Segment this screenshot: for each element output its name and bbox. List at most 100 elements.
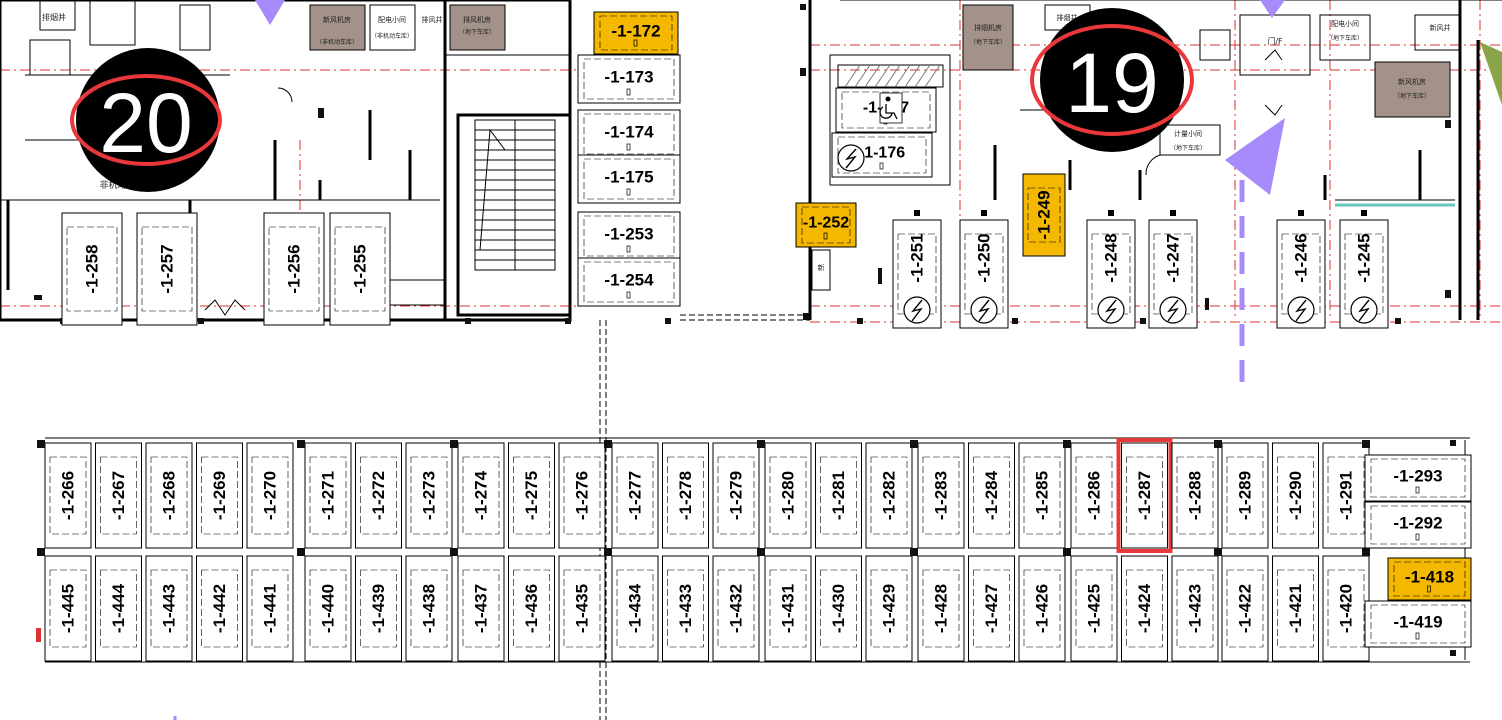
parking-space[interactable]: -1-418 xyxy=(1387,557,1472,601)
parking-space[interactable]: -1-283 xyxy=(917,442,965,549)
parking-space[interactable]: -1-433 xyxy=(662,555,709,662)
parking-space[interactable]: -1-445 xyxy=(44,555,92,662)
parking-space-label: -1-429 xyxy=(880,584,899,633)
parking-space-label: -1-419 xyxy=(1393,613,1442,632)
building-badge-20[interactable]: 20 xyxy=(70,48,222,192)
parking-space[interactable]: -1-249 xyxy=(1022,173,1066,257)
parking-space[interactable]: -1-288 xyxy=(1171,442,1219,549)
parking-space[interactable]: -1-266 xyxy=(44,442,92,549)
parking-space[interactable]: -1-247 xyxy=(1148,210,1198,329)
parking-space[interactable]: -1-422 xyxy=(1221,555,1269,662)
b19-meter-sub: （地下车库） xyxy=(1170,144,1206,152)
parking-space[interactable]: -1-431 xyxy=(764,555,812,662)
parking-space[interactable]: -1-443 xyxy=(145,555,193,662)
parking-space[interactable]: -1-174 xyxy=(577,109,681,159)
parking-space[interactable]: -1-254 xyxy=(577,257,681,307)
lightning-bolt-icon xyxy=(1097,296,1125,324)
parking-space[interactable]: -1-425 xyxy=(1070,555,1118,662)
parking-space[interactable]: -1-437 xyxy=(457,555,505,662)
parking-space[interactable]: -1-271 xyxy=(304,442,352,549)
parking-space-label: -1-444 xyxy=(109,583,128,633)
lightning-bolt-icon xyxy=(970,296,998,324)
parking-space[interactable]: -1-246 xyxy=(1276,210,1326,329)
parking-space[interactable]: -1-420 xyxy=(1322,555,1370,662)
parking-space-label: -1-422 xyxy=(1236,584,1255,633)
lightning-bolt-icon xyxy=(1350,296,1378,324)
parking-space-label: -1-281 xyxy=(829,471,848,520)
parking-space[interactable]: -1-267 xyxy=(95,442,142,549)
parking-space[interactable]: -1-253 xyxy=(577,211,681,261)
parking-space-label: -1-251 xyxy=(908,233,927,282)
parking-space[interactable]: -1-427 xyxy=(968,555,1015,662)
parking-space[interactable]: -1-273 xyxy=(405,442,453,549)
parking-space[interactable]: -1-269 xyxy=(196,442,243,549)
parking-space[interactable]: -1-257 xyxy=(136,212,198,326)
parking-space[interactable]: -1-438 xyxy=(405,555,453,662)
parking-space[interactable]: -1-248 xyxy=(1086,210,1136,329)
parking-space-label: -1-269 xyxy=(210,471,229,520)
parking-space[interactable]: -1-434 xyxy=(611,555,659,662)
parking-space[interactable]: -1-423 xyxy=(1171,555,1219,662)
parking-space[interactable]: -1-293 xyxy=(1364,454,1472,502)
parking-space[interactable]: -1-441 xyxy=(246,555,294,662)
parking-space[interactable]: -1-270 xyxy=(246,442,294,549)
parking-space-label: -1-442 xyxy=(210,584,229,633)
building-number-19: 19 xyxy=(1065,36,1158,130)
lightning-bolt-icon xyxy=(903,296,931,324)
parking-space[interactable]: -1-272 xyxy=(355,442,402,549)
parking-space[interactable]: -1-421 xyxy=(1272,555,1319,662)
parking-space[interactable]: -1-444 xyxy=(95,555,142,662)
parking-space[interactable]: -1-256 xyxy=(263,212,325,326)
parking-space[interactable]: -1-435 xyxy=(558,555,606,662)
parking-space[interactable]: -1-442 xyxy=(196,555,243,662)
lightning-bolt-icon xyxy=(1287,296,1315,324)
parking-space[interactable]: -1-439 xyxy=(355,555,402,662)
parking-space[interactable]: -1-284 xyxy=(968,442,1015,549)
parking-space[interactable]: -1-175 xyxy=(577,154,681,204)
parking-space[interactable]: -1-251 xyxy=(892,210,942,329)
parking-space[interactable]: -1-429 xyxy=(865,555,913,662)
parking-space[interactable]: -1-436 xyxy=(508,555,555,662)
parking-space[interactable]: -1-250 xyxy=(959,210,1009,329)
parking-space-label: -1-427 xyxy=(982,584,1001,633)
parking-space[interactable]: -1-285 xyxy=(1018,442,1066,549)
parking-space[interactable]: -1-430 xyxy=(815,555,862,662)
parking-space[interactable]: -1-424 xyxy=(1121,555,1168,662)
parking-space-label: -1-279 xyxy=(727,471,746,520)
parking-space-label: -1-426 xyxy=(1033,584,1052,633)
parking-space[interactable]: -1-281 xyxy=(815,442,862,549)
building-19-structure: 新 xyxy=(800,0,1502,324)
parking-space[interactable]: -1-252 xyxy=(795,202,857,248)
parking-space[interactable]: -1-255 xyxy=(329,212,391,326)
parking-space[interactable]: -1-287 xyxy=(1116,438,1173,553)
lightning-bolt-icon xyxy=(1159,296,1187,324)
parking-space[interactable]: -1-289 xyxy=(1221,442,1269,549)
arrow-icon xyxy=(1480,42,1502,105)
parking-space[interactable]: -1-274 xyxy=(457,442,505,549)
parking-space[interactable]: -1-292 xyxy=(1364,501,1472,549)
parking-space[interactable]: -1-282 xyxy=(865,442,913,549)
parking-space-label: -1-424 xyxy=(1135,583,1154,633)
parking-space[interactable]: -1-428 xyxy=(917,555,965,662)
parking-space[interactable]: -1-419 xyxy=(1364,600,1472,648)
parking-space-label: -1-433 xyxy=(676,584,695,633)
building-badge-19[interactable]: 19 xyxy=(1030,8,1194,152)
parking-space[interactable]: -1-278 xyxy=(662,442,709,549)
parking-space-label: -1-250 xyxy=(975,233,994,282)
parking-space[interactable]: -1-275 xyxy=(508,442,555,549)
parking-space[interactable]: -1-268 xyxy=(145,442,193,549)
parking-space[interactable]: -1-440 xyxy=(304,555,352,662)
parking-space[interactable]: -1-280 xyxy=(764,442,812,549)
parking-space[interactable]: -1-173 xyxy=(577,54,681,104)
parking-space[interactable]: -1-290 xyxy=(1272,442,1319,549)
parking-space[interactable]: -1-172 xyxy=(593,11,679,55)
parking-space[interactable]: -1-432 xyxy=(712,555,760,662)
parking-space[interactable]: -1-291 xyxy=(1322,442,1370,549)
parking-space[interactable]: -1-258 xyxy=(61,212,123,326)
parking-space[interactable]: -1-426 xyxy=(1018,555,1066,662)
parking-space[interactable]: -1-286 xyxy=(1070,442,1118,549)
parking-space[interactable]: -1-276 xyxy=(558,442,606,549)
parking-space[interactable]: -1-245 xyxy=(1339,210,1389,329)
parking-space[interactable]: -1-277 xyxy=(611,442,659,549)
parking-space[interactable]: -1-279 xyxy=(712,442,760,549)
